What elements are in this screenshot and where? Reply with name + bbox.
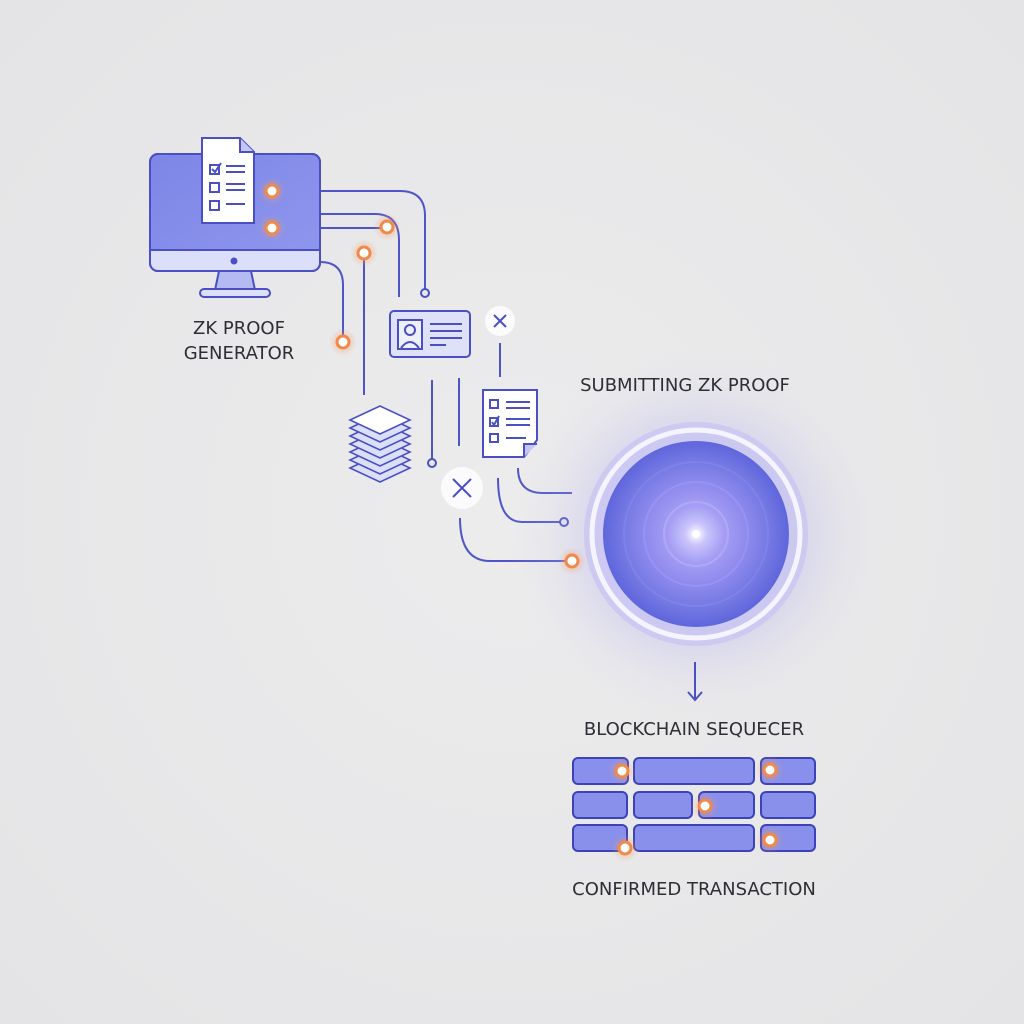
submitting-label: SUBMITTING ZK PROOF xyxy=(580,375,790,396)
checklist-document-icon xyxy=(201,137,255,224)
generator-label-line2: GENERATOR xyxy=(184,343,295,364)
generator-label-line1: ZK PROOF xyxy=(193,318,285,339)
orange-node xyxy=(756,826,784,854)
stack-layer xyxy=(348,405,412,435)
orange-node xyxy=(329,328,357,356)
orange-node xyxy=(611,834,639,862)
block-cell xyxy=(633,824,755,852)
block-cell xyxy=(633,757,755,785)
block-cell xyxy=(760,791,816,819)
confirmed-label: CONFIRMED TRANSACTION xyxy=(572,879,816,900)
close-x-icon xyxy=(441,467,483,509)
close-x-icon xyxy=(485,306,515,336)
orange-node xyxy=(373,213,401,241)
layers-stack-icon xyxy=(348,405,412,483)
orange-node xyxy=(258,214,286,242)
orange-node xyxy=(608,757,636,785)
id-card-icon xyxy=(389,310,471,358)
orange-node xyxy=(350,239,378,267)
orange-node xyxy=(691,792,719,820)
block-grid-icon xyxy=(572,757,816,852)
orange-node xyxy=(558,547,586,575)
arrow-down-icon xyxy=(687,662,703,702)
block-cell xyxy=(633,791,693,819)
orange-node xyxy=(756,756,784,784)
orb-icon xyxy=(506,344,886,724)
orange-node xyxy=(258,177,286,205)
block-cell xyxy=(572,791,628,819)
orange-nodes xyxy=(258,177,784,862)
sequencer-label: BLOCKCHAIN SEQUECER xyxy=(584,719,804,740)
